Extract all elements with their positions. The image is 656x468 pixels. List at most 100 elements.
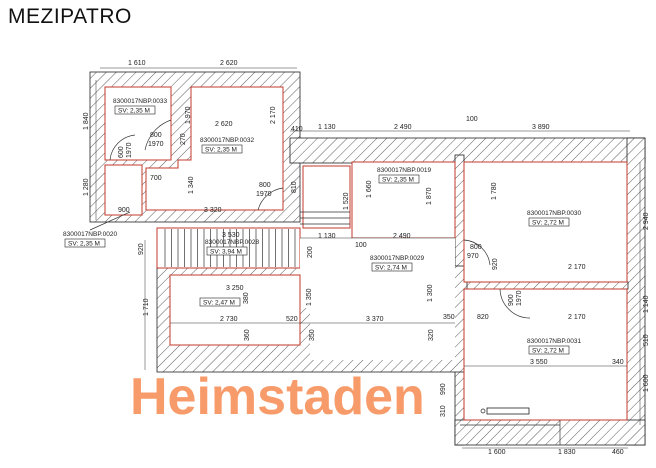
dimension-label: 3 370: [366, 316, 384, 323]
room-height-box: [64, 238, 106, 248]
dimension-label: 800: [150, 132, 162, 139]
dimension-label: 2 170: [568, 264, 586, 271]
radiator: [486, 407, 530, 415]
room-0029: [300, 238, 455, 308]
dimension-label: 900: [508, 294, 515, 306]
dimension-label: 990: [440, 383, 447, 395]
dimension-label: 1 300: [427, 284, 434, 302]
dimension-label: 920: [492, 258, 499, 270]
room-height: SV: 2,35 M: [118, 108, 150, 115]
dimension-label: 1970: [256, 191, 272, 198]
room-height: SV: 2,35 M: [68, 241, 100, 248]
room-height-box: [528, 345, 570, 355]
room-height: SV: 2,47 M: [203, 300, 235, 307]
dimension-label: 1970: [148, 141, 164, 148]
dimension-label: 1 970: [185, 106, 192, 124]
dimension-label: 820: [477, 314, 489, 321]
room-lower-left: [169, 274, 301, 346]
room-height-box: [201, 144, 243, 154]
room-height: SV: 2,35 M: [205, 147, 237, 154]
floor-title: MEZIPATRO: [8, 5, 132, 28]
dimension-label: 310: [440, 405, 447, 417]
dimension-label: 3 530: [222, 232, 240, 239]
dimension-label: 1 660: [366, 180, 373, 198]
room-code: 8300017NBP.0028: [205, 239, 259, 246]
room-height: SV: 2,74 M: [375, 265, 407, 272]
room-height-box: [199, 297, 241, 307]
room-code: 8300017NBP.0030: [527, 210, 581, 217]
dimension-label: 3 550: [530, 359, 548, 366]
dimension-label: 2 170: [568, 314, 586, 321]
dimension-lines: [95, 67, 641, 449]
dimension-label: 1 600: [643, 374, 650, 392]
dimension-label: 270: [180, 133, 187, 145]
room-code: 8300017NBP.0029: [370, 255, 424, 262]
dimension-label: 1 840: [83, 112, 90, 130]
dimension-label: 2 490: [394, 124, 412, 131]
dimension-label: 380: [243, 292, 250, 304]
dimension-label: 1 350: [306, 288, 313, 306]
dimension-label: 360: [244, 329, 251, 341]
radiator-valve: [480, 408, 486, 414]
room-code: 8300017NBP.0031: [527, 338, 581, 345]
doors: [89, 119, 561, 445]
dimension-label: 3 250: [226, 285, 244, 292]
dimension-label: 800: [259, 182, 271, 189]
dimension-label: 1 870: [426, 187, 433, 205]
dimension-label: 100: [355, 242, 367, 249]
dimension-label: 350: [309, 329, 316, 341]
dimension-label: 520: [286, 316, 298, 323]
dimension-label: 320: [428, 329, 435, 341]
room-0019: [351, 161, 456, 239]
room-height: SV: 2,72 M: [532, 348, 564, 355]
dimension-label: 1 130: [318, 124, 336, 131]
dimension-label: 1970: [516, 290, 523, 306]
dimension-label: 1 610: [128, 60, 146, 67]
room-height-box: [114, 105, 156, 115]
dimension-label: 350: [443, 314, 455, 321]
dimension-label: 810: [291, 181, 298, 193]
dimension-label: 410: [291, 126, 303, 133]
dimension-label: 2 940: [643, 212, 650, 230]
dimension-label: 1 520: [343, 192, 350, 210]
dimension-label: 100: [466, 116, 478, 123]
room-height: SV: 2,72 M: [532, 220, 564, 227]
dimension-label: 900: [118, 207, 130, 214]
dimension-label: 1 780: [491, 182, 498, 200]
room-code: 8300017NBP.0032: [200, 137, 254, 144]
dimension-label: 2 170: [270, 106, 277, 124]
room-height-box: [528, 217, 570, 227]
room-code: 8300017NBP.0020: [63, 231, 117, 238]
dimension-label: 1 280: [83, 178, 90, 196]
dimension-label: 3 320: [204, 207, 222, 214]
dimension-label: 2 730: [220, 316, 238, 323]
dimension-label: 1 710: [143, 298, 150, 316]
dimension-label: 1 340: [188, 176, 195, 194]
dimension-label: 510: [643, 334, 650, 346]
watermark-logo: Heimstaden: [130, 368, 425, 426]
dimension-label: 700: [150, 175, 162, 182]
room-0020: [104, 164, 143, 216]
dimension-label: 600: [118, 146, 125, 158]
dimension-label: 2 490: [393, 233, 411, 240]
room-0031: [463, 288, 628, 421]
dimension-label: 340: [612, 359, 624, 366]
room-height: SV: 3,94 M: [210, 249, 242, 256]
room-height-box: [371, 262, 413, 272]
room-height: SV: 2,35 M: [382, 177, 414, 184]
room-code: 8300017NBP.0033: [113, 98, 167, 105]
dimension-label: 2 620: [215, 121, 233, 128]
dimension-label: 460: [612, 449, 624, 456]
room-code: 8300017NBP.0019: [377, 167, 431, 174]
dimension-label: 1970: [126, 142, 133, 158]
dimension-label: 2 620: [220, 60, 238, 67]
dimension-label: 1 830: [558, 449, 576, 456]
room-0033: [104, 86, 172, 161]
dimension-label: 920: [138, 243, 145, 255]
dimension-label: 970: [467, 253, 479, 260]
dimension-label: 1 140: [643, 295, 650, 313]
room-height-box: [378, 174, 420, 184]
dimension-label: 1 130: [318, 233, 336, 240]
dimension-label: 200: [307, 246, 314, 258]
